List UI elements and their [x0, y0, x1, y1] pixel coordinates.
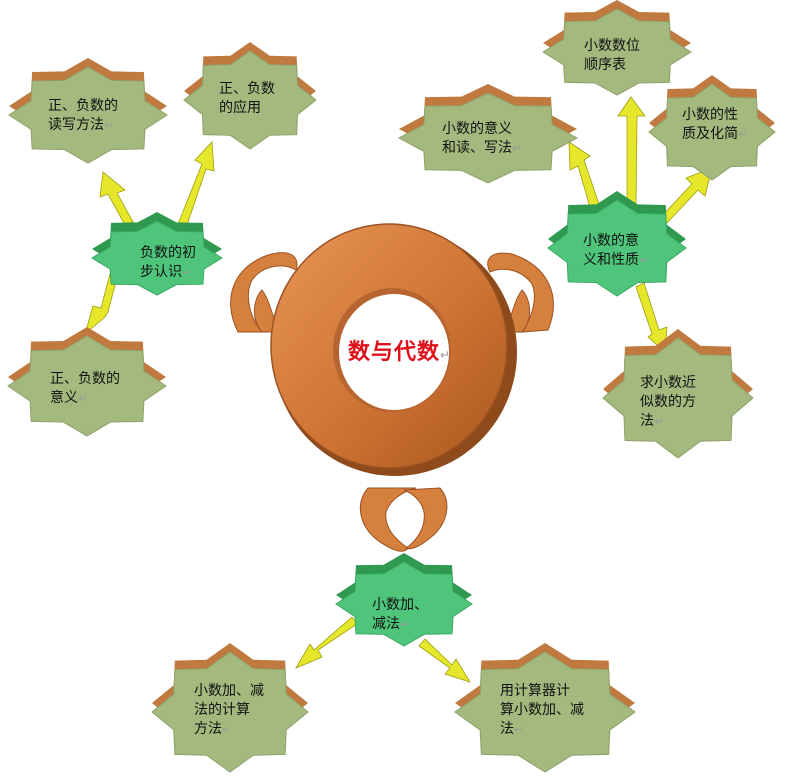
label-line: 顺序表 — [584, 57, 626, 73]
leaf-label-l3: 正、负数的意义↵ — [50, 370, 120, 408]
ring-decoration — [230, 252, 554, 552]
arrow-add-to-l9 — [418, 638, 471, 683]
arrow-neg-to-l3 — [84, 269, 119, 336]
leaf-node-l1 — [8, 58, 168, 164]
leaf-node-l6 — [648, 75, 776, 181]
label-line: 小数数位 — [584, 38, 640, 54]
label-line: 小数的意义 — [442, 121, 512, 137]
node-face — [397, 92, 579, 184]
label-line: 和读、写法↵ — [442, 140, 522, 156]
label-line: 意义↵ — [50, 390, 88, 406]
label-line: 小数的意 — [583, 233, 639, 249]
label-line: 法↵ — [500, 721, 524, 737]
leaf-node-l7 — [602, 329, 754, 459]
label-line: 正、负数 — [219, 81, 275, 97]
label-line: 小数的性 — [682, 107, 738, 123]
leaf-label-l2: 正、负数的应用 — [219, 80, 275, 118]
center-ring — [270, 223, 517, 476]
arrow-neg-to-l2 — [177, 141, 215, 229]
node-face — [648, 83, 776, 181]
label-line: 义和性质↵ — [583, 252, 649, 268]
label-line: 读写方法↵ — [48, 117, 114, 133]
arrow-neg-to-l1 — [99, 171, 134, 226]
node-face — [151, 651, 309, 773]
label-line: 质及化简↵ — [682, 126, 748, 142]
node-face — [91, 220, 223, 296]
paragraph-mark: ↵ — [738, 128, 748, 141]
label-line: 小数加、 — [372, 597, 428, 613]
swirl-bottom — [359, 487, 417, 552]
label-line: 法的计算 — [194, 702, 250, 718]
paragraph-mark: ↵ — [78, 392, 88, 405]
label-line: 正、负数的 — [48, 98, 118, 114]
leaf-node-l2 — [183, 42, 317, 150]
leaf-node-l4 — [397, 84, 579, 184]
hub-node-neg — [91, 212, 223, 296]
leaf-node-l9 — [454, 643, 636, 773]
arrow-add-to-l8 — [295, 616, 358, 669]
arrow-dec-to-l6 — [659, 167, 713, 224]
label-line: 算小数加、减 — [500, 702, 584, 718]
node-face — [542, 8, 692, 96]
leaf-label-l6: 小数的性质及化简↵ — [682, 106, 747, 144]
label-line: 负数的初 — [140, 245, 196, 261]
hub-node-dec — [547, 191, 687, 297]
label-line: 求小数近 — [640, 375, 696, 391]
hub-label-dec: 小数的意义和性质↵ — [583, 232, 648, 270]
leaf-node-l5 — [542, 0, 692, 96]
label-line: 用计算器计 — [500, 683, 570, 699]
paragraph-mark: ↵ — [654, 415, 664, 428]
label-line: 减法↵ — [372, 616, 410, 632]
center-topic-label: 数与代数↵ — [348, 340, 452, 365]
leaf-label-l1: 正、负数的读写方法↵ — [48, 97, 118, 135]
node-face — [335, 561, 473, 647]
label-line: 似数的方 — [640, 394, 696, 410]
node-face — [547, 199, 687, 297]
leaf-label-l7: 求小数近似数的方法↵ — [640, 374, 696, 431]
arrow-dec-to-l5 — [617, 96, 646, 206]
node-face — [602, 337, 754, 459]
leaf-node-l3 — [7, 327, 167, 437]
node-face — [7, 335, 167, 437]
label-line: 步认识↵ — [140, 264, 192, 280]
arrow-dec-to-l4 — [568, 141, 602, 215]
leaf-label-l9: 用计算器计算小数加、减法↵ — [500, 682, 584, 739]
paragraph-mark: ↵ — [104, 119, 114, 132]
label-line: 小数加、减 — [194, 683, 264, 699]
swirl-bottom-right — [403, 487, 448, 550]
paragraph-mark: ↵ — [400, 618, 410, 631]
paragraph-mark: ↵ — [639, 254, 649, 267]
hub-label-add: 小数加、减法↵ — [372, 596, 428, 634]
label-line: 的应用 — [219, 100, 261, 116]
leaf-label-l8: 小数加、减法的计算方法↵ — [194, 682, 264, 739]
hub-label-neg: 负数的初步认识↵ — [140, 244, 196, 282]
leaf-label-l4: 小数的意义和读、写法↵ — [442, 120, 521, 158]
node-face — [454, 651, 636, 773]
label-line: 法↵ — [640, 413, 664, 429]
node-face — [8, 66, 168, 164]
paragraph-mark: ↵ — [182, 266, 192, 279]
node-face — [183, 50, 317, 150]
leaf-label-l5: 小数数位顺序表 — [584, 37, 640, 75]
leaf-node-l8 — [151, 643, 309, 773]
swirl-right — [487, 252, 554, 333]
paragraph-mark: ↵ — [222, 723, 232, 736]
paragraph-mark: ↵ — [514, 723, 524, 736]
paragraph-mark: ↵ — [512, 142, 522, 155]
label-line: 方法↵ — [194, 721, 232, 737]
hub-node-add — [335, 553, 473, 647]
label-line: 正、负数的 — [50, 371, 120, 387]
